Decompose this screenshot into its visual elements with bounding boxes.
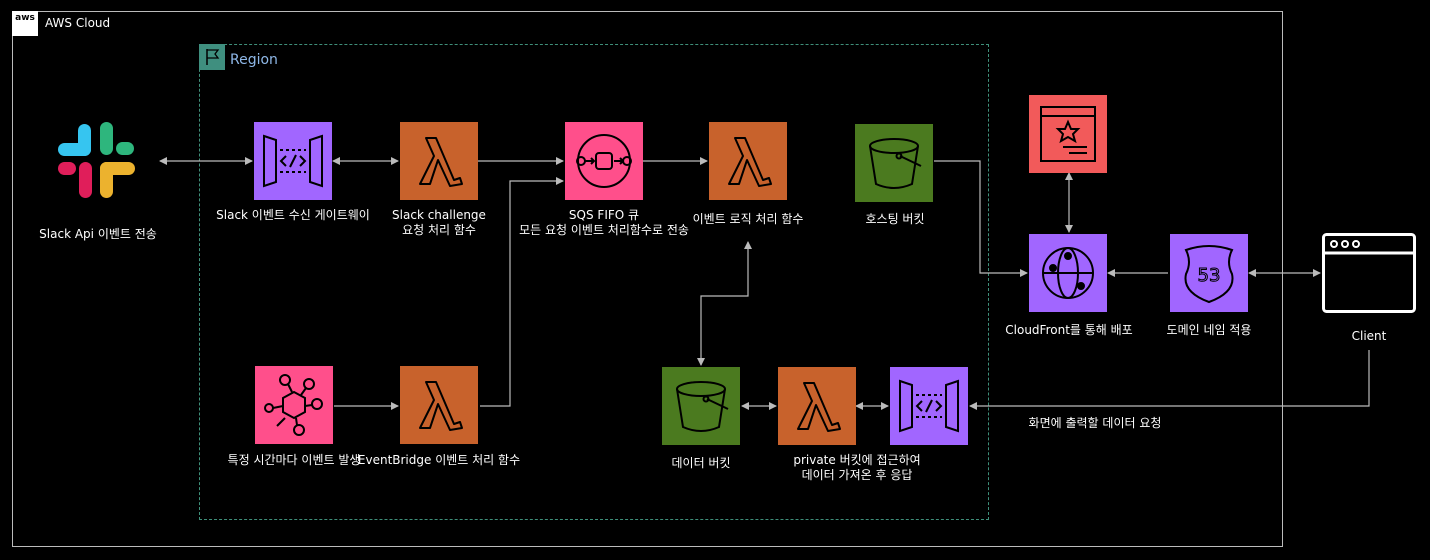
route53-badge-text: 53 [1198,265,1221,286]
lambda-icon [778,367,856,445]
region-flag-icon [199,44,225,70]
route53-label: 도메인 네임 적용 [1166,323,1252,337]
lambda-private-label: private 버킷에 접근하여 데이터 가져온 후 응답 [793,453,921,482]
eventbridge-label: 특정 시간마다 이벤트 발생 [227,453,361,467]
lambda-challenge-label: Slack challenge 요청 처리 함수 [392,208,486,237]
client-label: Client [1351,329,1387,343]
aws-logo-icon: aws [12,11,38,36]
slack-logo-icon [56,120,136,200]
lambda-icon [400,122,478,200]
cloudfront-label: CloudFront를 통해 배포 [1005,323,1133,337]
eventbridge-icon [255,366,333,444]
edge-hosting-cloudfront [934,160,1028,277]
s3-bucket-icon [855,124,933,202]
region-container [199,44,989,520]
lambda-eventbridge-label: EventBridge 이벤트 처리 함수 [357,453,521,467]
api-gateway-icon [254,122,332,200]
aws-cloud-container [12,11,1283,547]
client-request-label: 화면에 출력할 데이터 요청 [1028,416,1162,430]
edge-lambda-data-bucket [697,241,752,366]
edge-client-gateway2 [969,350,1370,410]
gateway1-label: Slack 이벤트 수신 게이트웨이 [216,208,370,222]
data-bucket-label: 데이터 버킷 [671,456,731,470]
route53-icon: 53 [1170,234,1248,312]
slack-label: Slack Api 이벤트 전송 [39,227,157,241]
lambda-event-label: 이벤트 로직 처리 함수 [692,212,804,226]
hosting-bucket-label: 호스팅 버킷 [865,212,925,226]
lambda-icon [709,122,787,200]
browser-window-icon [1322,233,1416,313]
aws-cloud-label: AWS Cloud [45,16,111,30]
region-label: Region [230,52,278,68]
sqs-icon [565,122,643,200]
certificate-manager-icon [1029,95,1107,173]
lambda-icon [400,366,478,444]
cloudfront-icon [1029,234,1107,312]
api-gateway-icon [890,367,968,445]
sqs-label: SQS FIFO 큐 모든 요청 이벤트 처리함수로 전송 [519,208,689,237]
s3-bucket-icon [662,367,740,445]
edge-eventbridge-lambda-sqs [480,177,564,407]
